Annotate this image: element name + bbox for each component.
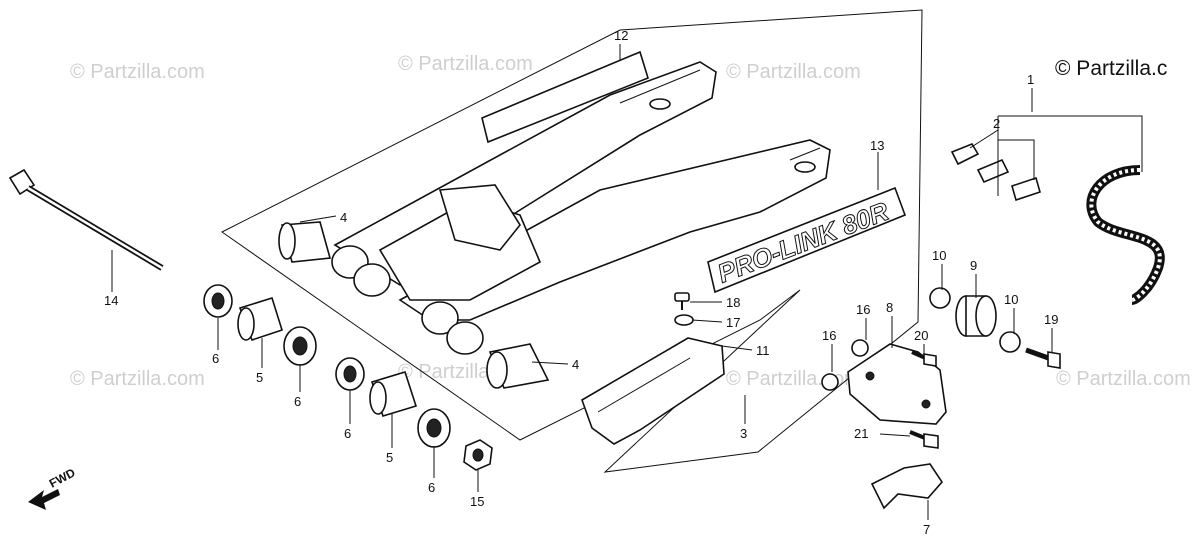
callout-10-a: 10 <box>932 248 946 263</box>
copyright-text: © Partzilla.c <box>1055 57 1167 80</box>
part-14-pivot-bolt <box>8 168 164 271</box>
part-4-collar-lower <box>486 343 550 389</box>
callout-4-upper: 4 <box>340 210 347 225</box>
watermark-3: © Partzilla.com <box>726 61 861 83</box>
callout-5-b: 5 <box>386 450 393 465</box>
leader-lines <box>111 44 1143 520</box>
watermark-7: © Partzilla.com <box>1056 368 1191 390</box>
callout-16-b: 16 <box>822 328 836 343</box>
callout-13: 13 <box>870 138 884 153</box>
callout-21: 21 <box>854 426 868 441</box>
watermark-1: © Partzilla.com <box>70 61 205 83</box>
part-3-swingarm <box>331 61 831 355</box>
part-17-washer <box>674 314 694 326</box>
callout-5-a: 5 <box>256 370 263 385</box>
callout-16-a: 16 <box>856 302 870 317</box>
watermark-4: © Partzilla.com <box>70 368 205 390</box>
callout-1: 1 <box>1027 72 1034 87</box>
part-18-bolt <box>674 292 690 310</box>
callout-labels: 12 13 4 4 14 6 5 6 6 5 6 15 18 17 11 3 1… <box>104 28 1058 537</box>
callout-2: 2 <box>993 116 1000 131</box>
callout-6-d: 6 <box>428 480 435 495</box>
part-6-seal-a <box>203 284 233 318</box>
callout-10-b: 10 <box>1004 292 1018 307</box>
callout-20: 20 <box>914 328 928 343</box>
callout-6-c: 6 <box>344 426 351 441</box>
fwd-label: FWD <box>47 465 78 490</box>
part-10-collar-b <box>999 331 1021 353</box>
part-19-bolt <box>1025 347 1061 369</box>
callout-18: 18 <box>726 295 740 310</box>
callout-8: 8 <box>886 300 893 315</box>
part-11-chain-slider <box>581 337 725 445</box>
part-6-seal-b <box>335 357 365 391</box>
part-16-nut-b <box>821 373 839 391</box>
callout-3: 3 <box>740 426 747 441</box>
callout-4-lower: 4 <box>572 357 579 372</box>
part-5-bushing-a <box>237 296 283 342</box>
part-21-bolt <box>909 430 939 449</box>
part-5-bushing-b <box>369 371 418 417</box>
part-6-bearing-b <box>417 408 451 448</box>
callout-9: 9 <box>970 258 977 273</box>
callout-6-a: 6 <box>212 351 219 366</box>
part-12-decal-strip <box>481 50 649 144</box>
callout-14: 14 <box>104 293 118 308</box>
watermark-2: © Partzilla.com <box>398 53 533 75</box>
part-8-bracket <box>847 343 947 425</box>
callout-7: 7 <box>923 522 930 537</box>
callout-17: 17 <box>726 315 740 330</box>
watermark-6: © Partzilla.com <box>726 368 861 390</box>
callout-19: 19 <box>1044 312 1058 327</box>
part-15-nut <box>463 439 493 471</box>
part-9-roller <box>955 295 997 337</box>
part-7-chain-guard <box>870 463 944 510</box>
part-16-nut-a <box>851 339 869 357</box>
part-6-bearing-a <box>283 326 317 366</box>
part-20-bolt <box>911 350 937 367</box>
part-10-collar-a <box>929 287 951 309</box>
callout-12: 12 <box>614 28 628 43</box>
fwd-arrow: FWD <box>28 465 78 510</box>
part-2-master-link <box>950 143 1041 202</box>
fwd-arrow-icon <box>28 489 60 510</box>
callout-15: 15 <box>470 494 484 509</box>
part-4-collar-upper <box>278 221 332 263</box>
part-1-drive-chain <box>1086 165 1165 305</box>
callout-11: 11 <box>756 343 770 358</box>
callout-6-b: 6 <box>294 394 301 409</box>
